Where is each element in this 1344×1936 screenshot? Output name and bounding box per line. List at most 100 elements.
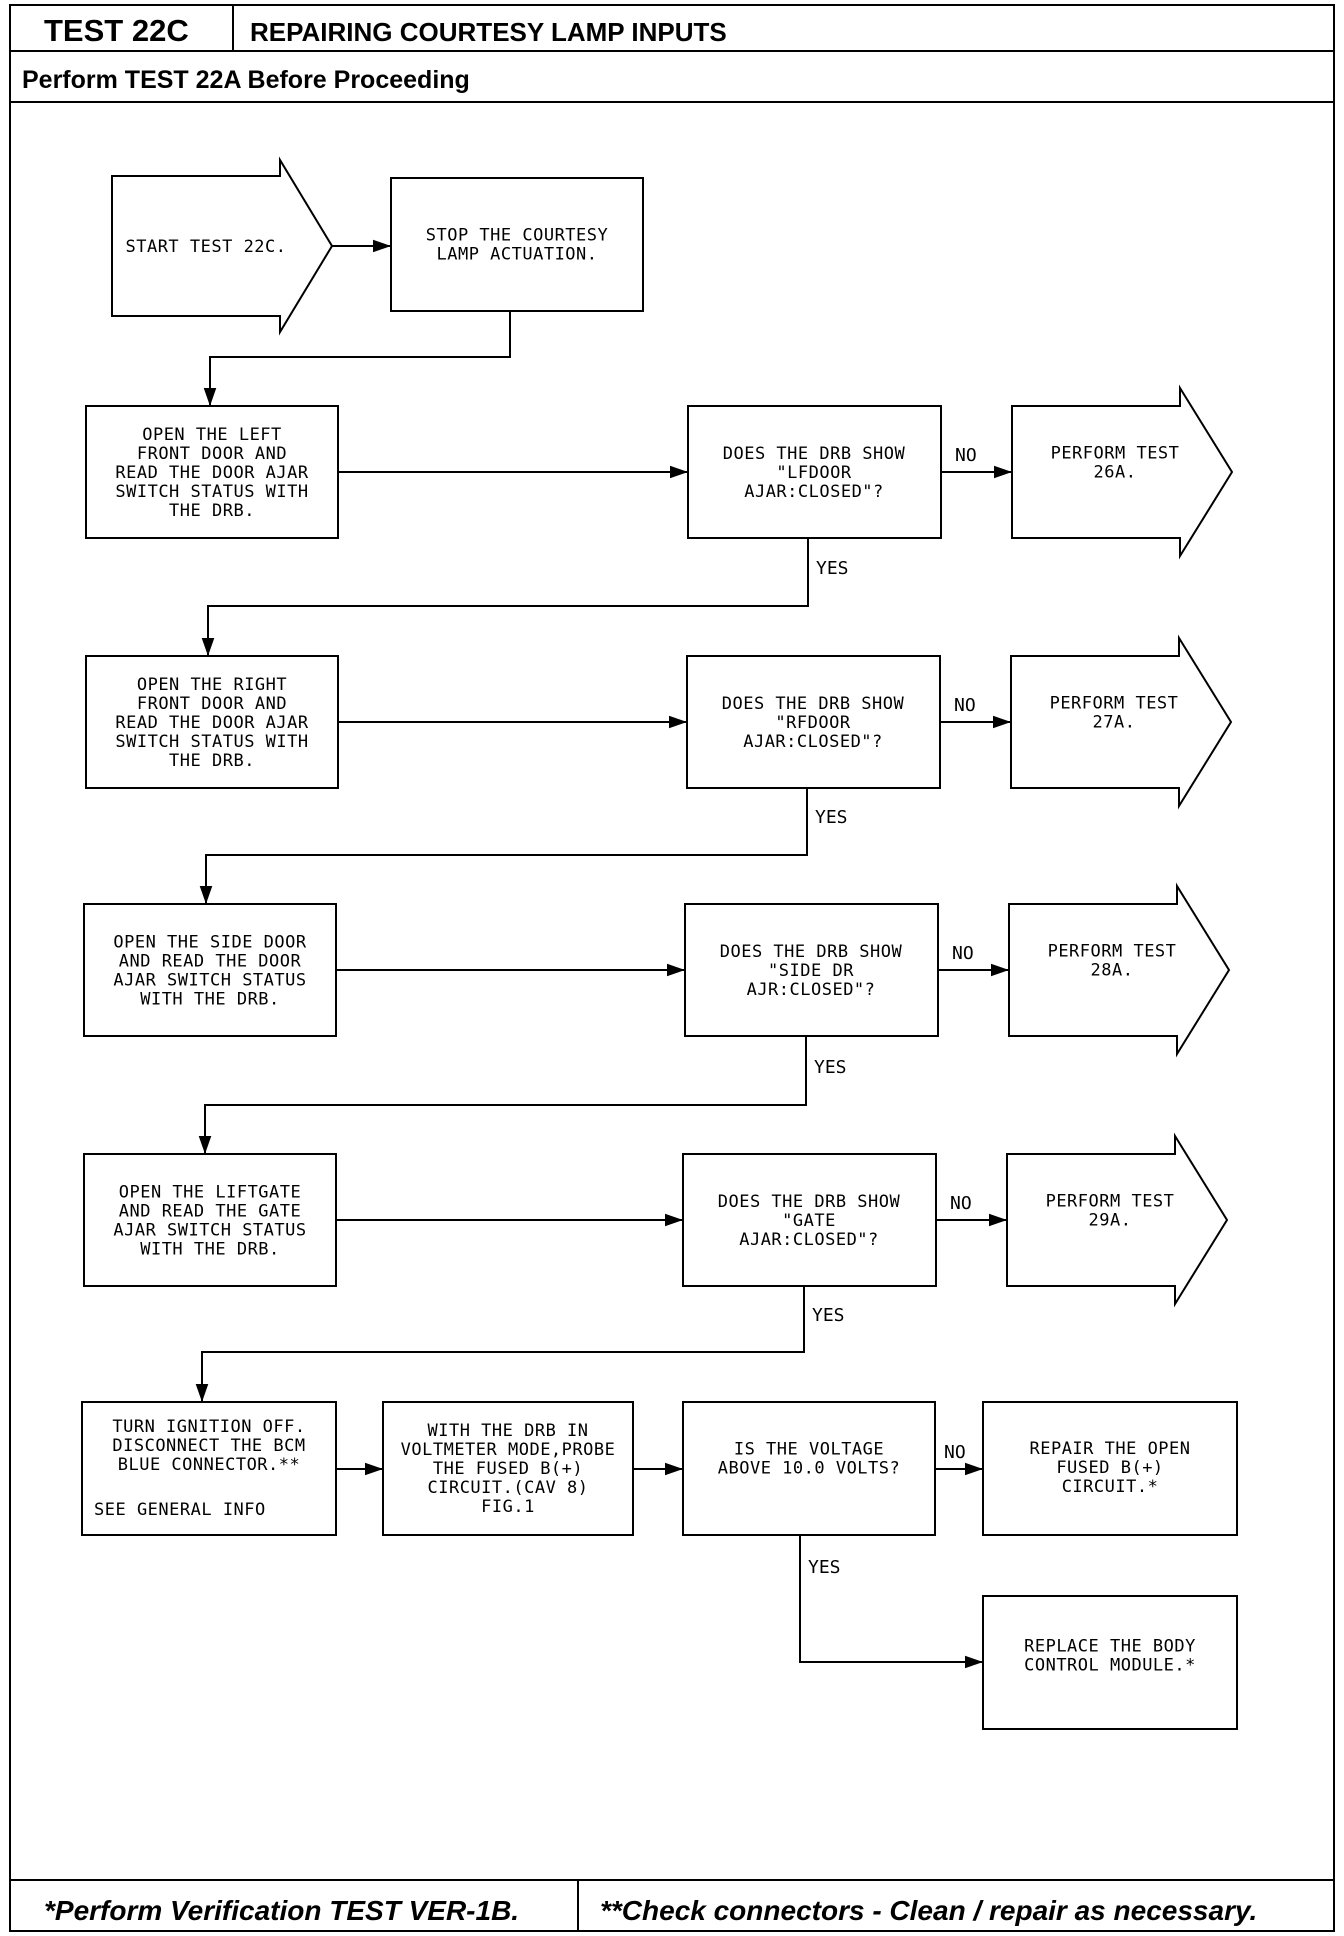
row4-result-arrow-shape	[1006, 1132, 1229, 1308]
row2-result-arrow-shape	[1010, 634, 1233, 810]
test-number: TEST 22C	[44, 13, 189, 48]
row3-yes-arrow	[198, 1036, 807, 1154]
row4-result-text-line: PERFORM TEST	[1046, 1192, 1175, 1212]
row2-action-text-line: THE DRB.	[169, 751, 255, 771]
row3-question-text-line: "SIDE DR	[768, 961, 854, 981]
page-title: REPAIRING COURTESY LAMP INPUTS	[250, 17, 727, 47]
row4-yes-label: YES	[812, 1305, 845, 1326]
row1-question-text-line: DOES THE DRB SHOW	[723, 444, 906, 464]
row2-question-box	[686, 655, 941, 789]
row2-action-text-line: FRONT DOOR AND	[137, 694, 287, 714]
row4-action-text-line: AND READ THE GATE	[119, 1202, 302, 1222]
row1-question-text-line: AJAR:CLOSED"?	[744, 482, 884, 502]
probe-circuit-text-line: WITH THE DRB IN	[427, 1421, 588, 1441]
row1-action-text-line: OPEN THE LEFT	[142, 425, 282, 445]
repair-fused-circuit-text-line: FUSED B(+)	[1056, 1458, 1163, 1478]
replace-body-control-module-text-line: CONTROL MODULE.*	[1024, 1656, 1196, 1676]
ignition-off-box	[81, 1401, 337, 1536]
row4-action-text-line: AJAR SWITCH STATUS	[113, 1221, 306, 1241]
row2-action-box	[85, 655, 339, 789]
probe-circuit-box	[382, 1401, 634, 1536]
row1-action-text-line: THE DRB.	[169, 501, 255, 521]
voltage-yes-label: YES	[808, 1557, 841, 1578]
row2-yes-label: YES	[815, 807, 848, 828]
repair-fused-circuit-box	[982, 1401, 1238, 1536]
row1-yes-arrow	[201, 538, 809, 656]
row3-yes-label: YES	[814, 1057, 847, 1078]
row2-question-text-line: AJAR:CLOSED"?	[743, 732, 883, 752]
row4-action-box	[83, 1153, 337, 1287]
repair-fused-circuit-text-line: CIRCUIT.*	[1062, 1477, 1159, 1497]
footer-verification-note: *Perform Verification TEST VER-1B.	[44, 1895, 519, 1926]
probe-circuit-text-line: THE FUSED B(+)	[433, 1459, 583, 1479]
row1-action-box	[85, 405, 339, 539]
row3-action-text-line: OPEN THE SIDE DOOR	[113, 933, 306, 953]
row2-action-text-line: SWITCH STATUS WITH	[115, 732, 308, 752]
row4-question-box	[682, 1153, 937, 1287]
ignition-off-text-line: TURN IGNITION OFF.	[112, 1417, 305, 1437]
row1-action-text-line: READ THE DOOR AJAR	[115, 463, 308, 483]
row3-result-arrow-shape	[1008, 882, 1231, 1058]
replace-body-control-module-text-line: REPLACE THE BODY	[1024, 1637, 1196, 1657]
footer-connector-note: **Check connectors - Clean / repair as n…	[600, 1895, 1257, 1926]
row4-question-text-line: "GATE	[782, 1211, 836, 1231]
stop-actuation-text-line: LAMP ACTUATION.	[436, 245, 597, 265]
row4-no-label: NO	[950, 1193, 972, 1214]
voltage-question-text-line: ABOVE 10.0 VOLTS?	[718, 1459, 901, 1479]
row4-action-text-line: OPEN THE LIFTGATE	[119, 1183, 302, 1203]
voltage-no-label: NO	[944, 1442, 966, 1463]
voltage-question-box	[682, 1401, 936, 1536]
row4-question-text-line: AJAR:CLOSED"?	[739, 1230, 879, 1250]
ignition-off-text: TURN IGNITION OFF.DISCONNECT THE BCMBLUE…	[112, 1417, 305, 1475]
row3-question-box	[684, 903, 939, 1037]
row1-no-label: NO	[955, 445, 977, 466]
voltage-yes-arrow	[799, 1535, 983, 1669]
probe-circuit-text-line: CIRCUIT.(CAV 8)	[427, 1478, 588, 1498]
prerequisite-note: Perform TEST 22A Before Proceeding	[22, 66, 470, 94]
row1-result-text-line: 26A.	[1094, 463, 1137, 483]
row3-question-text-line: AJR:CLOSED"?	[747, 980, 876, 1000]
row2-no-label: NO	[954, 695, 976, 716]
row1-yes-label: YES	[816, 558, 849, 579]
row1-question-text-line: "LFDOOR	[776, 463, 851, 483]
row3-no-label: NO	[952, 943, 974, 964]
row1-result-text-line: PERFORM TEST	[1051, 444, 1180, 464]
start-arrow-shape	[111, 156, 334, 336]
row2-question-text-line: DOES THE DRB SHOW	[722, 694, 905, 714]
row2-result-text-line: 27A.	[1093, 713, 1136, 733]
stop-actuation-box	[390, 177, 644, 312]
row3-result-text-line: 28A.	[1091, 961, 1134, 981]
row3-action-box	[83, 903, 337, 1037]
row4-yes-arrow	[195, 1286, 805, 1402]
replace-body-control-module-box	[982, 1595, 1238, 1730]
start-text: START TEST 22C.	[125, 237, 286, 257]
row3-question-text-line: DOES THE DRB SHOW	[720, 942, 903, 962]
row2-question-text-line: "RFDOOR	[775, 713, 850, 733]
page-frame	[9, 4, 1335, 1932]
probe-circuit-text-line: FIG.1	[481, 1497, 535, 1517]
voltage-question-text-line: IS THE VOLTAGE	[734, 1440, 884, 1460]
stop-actuation-text-line: STOP THE COURTESY	[426, 226, 609, 246]
ignition-off-text-line: DISCONNECT THE BCM	[112, 1436, 305, 1456]
row4-action-text-line: WITH THE DRB.	[140, 1240, 280, 1260]
ignition-off-text-line: BLUE CONNECTOR.**	[118, 1455, 301, 1475]
row1-action-text-line: SWITCH STATUS WITH	[115, 482, 308, 502]
row2-yes-arrow	[199, 788, 808, 904]
row2-action-text-line: READ THE DOOR AJAR	[115, 713, 308, 733]
